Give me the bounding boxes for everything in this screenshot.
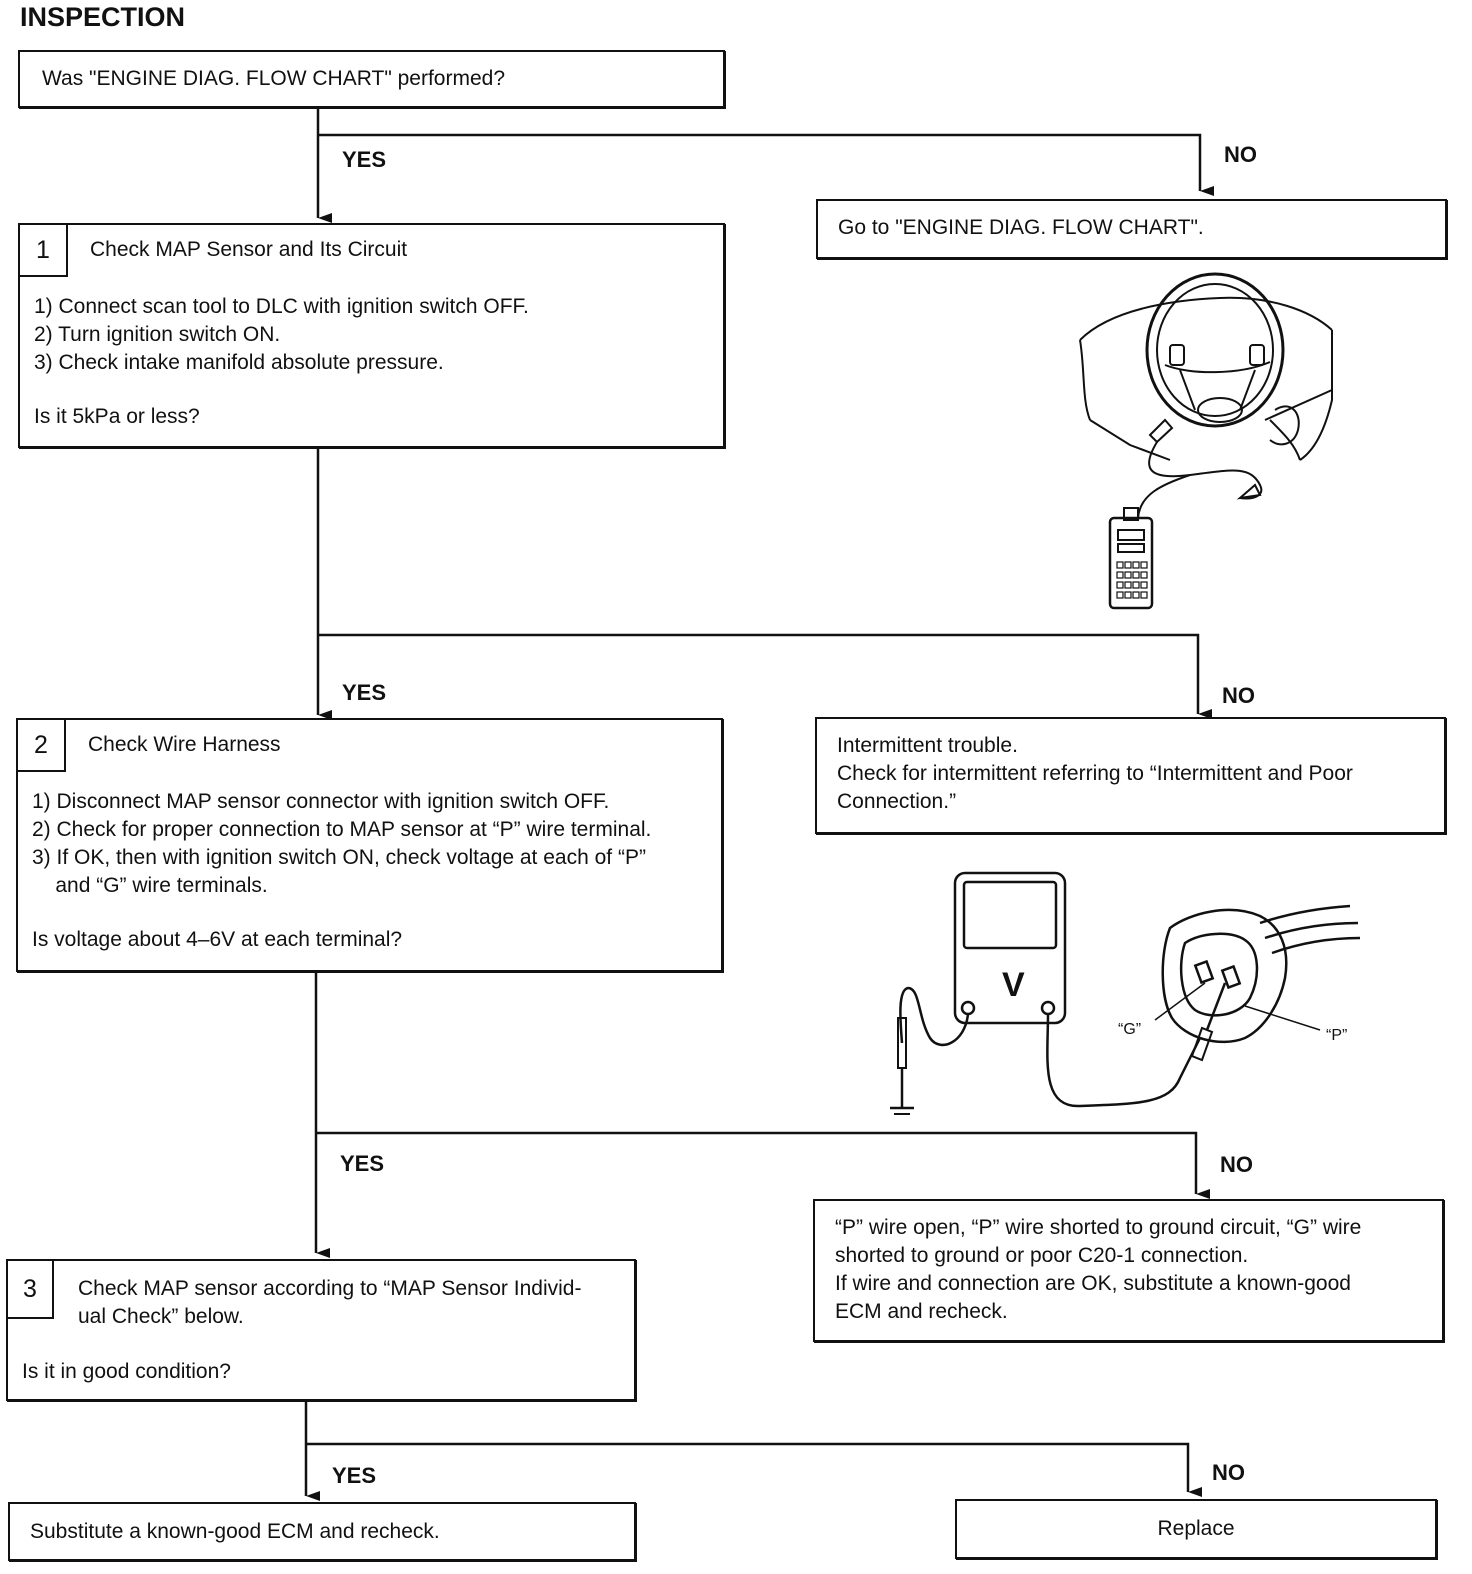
start-question-text: Was "ENGINE DIAG. FLOW CHART" performed? — [42, 67, 505, 90]
step-2-box: 2 Check Wire Harness 1) Disconnect MAP s… — [16, 718, 723, 972]
terminal-p-label: “P” — [1326, 1027, 1347, 1044]
yes-label: YES — [340, 1151, 385, 1176]
voltmeter-symbol: V — [1002, 966, 1025, 1004]
result-line: If wire and connection are OK, substitut… — [835, 1272, 1351, 1295]
go-to-flow-chart-text: Go to "ENGINE DIAG. FLOW CHART". — [838, 216, 1204, 239]
result-line: “P” wire open, “P” wire shorted to groun… — [835, 1216, 1362, 1239]
intermittent-trouble-box: Intermittent trouble. Check for intermit… — [815, 717, 1446, 834]
page-title: INSPECTION — [20, 2, 186, 32]
step-title: Check MAP sensor according to “MAP Senso… — [78, 1275, 581, 1331]
step-title-line: Check MAP sensor according to “MAP Senso… — [78, 1277, 582, 1300]
step-question: Is it 5kPa or less? — [34, 405, 200, 428]
result-line: Connection.” — [837, 790, 957, 813]
instruction-line: 1) Disconnect MAP sensor connector with … — [32, 790, 610, 813]
step-title: Check MAP Sensor and Its Circuit — [90, 238, 408, 261]
instruction-line: 3) Check intake manifold absolute pressu… — [34, 351, 444, 374]
instruction-line: 2) Turn ignition switch ON. — [34, 323, 281, 346]
arrow-step3-no — [306, 1442, 1202, 1497]
arrow-step1-no — [318, 633, 1212, 719]
result-line: Check for intermittent referring to “Int… — [837, 762, 1353, 785]
yes-label: YES — [342, 147, 387, 172]
instruction-line: 2) Check for proper connection to MAP se… — [32, 818, 652, 841]
no-label: NO — [1224, 142, 1257, 167]
step-1-instructions: 1) Connect scan tool to DLC with ignitio… — [34, 293, 529, 377]
no-label: NO — [1220, 1152, 1253, 1177]
arrow-step2-no — [316, 1131, 1210, 1199]
substitute-ecm-box: Substitute a known-good ECM and recheck. — [8, 1502, 636, 1561]
result-line: Intermittent trouble. — [837, 734, 1018, 757]
arrow-start-no — [318, 133, 1214, 196]
replace-text: Replace — [1157, 1517, 1235, 1540]
yes-label: YES — [332, 1463, 377, 1488]
wire-fault-text: “P” wire open, “P” wire shorted to groun… — [835, 1214, 1361, 1326]
step-title-line: ual Check” below. — [78, 1305, 244, 1328]
step-number: 2 — [18, 720, 66, 772]
step-question: Is it in good condition? — [22, 1360, 231, 1383]
instruction-line: 1) Connect scan tool to DLC with ignitio… — [34, 295, 529, 318]
yes-label: YES — [342, 680, 387, 705]
no-label: NO — [1222, 683, 1255, 708]
replace-box: Replace — [955, 1499, 1437, 1559]
step-number: 1 — [20, 225, 68, 277]
substitute-ecm-text: Substitute a known-good ECM and recheck. — [30, 1520, 440, 1543]
step-2-instructions: 1) Disconnect MAP sensor connector with … — [32, 788, 651, 900]
go-to-flow-chart-box: Go to "ENGINE DIAG. FLOW CHART". — [816, 199, 1447, 259]
instruction-line: 3) If OK, then with ignition switch ON, … — [32, 846, 646, 869]
voltmeter-illustration: V “G” “P” — [890, 871, 1361, 1115]
step-1-box: 1 Check MAP Sensor and Its Circuit 1) Co… — [18, 223, 725, 448]
no-label: NO — [1212, 1460, 1245, 1485]
terminal-g-label: “G” — [1118, 1021, 1141, 1038]
map-sensor-connector — [1161, 908, 1288, 1044]
scan-tool-illustration — [1079, 272, 1333, 610]
wire-fault-box: “P” wire open, “P” wire shorted to groun… — [813, 1199, 1444, 1342]
intermittent-trouble-text: Intermittent trouble. Check for intermit… — [837, 732, 1353, 816]
instruction-line: and “G” wire terminals. — [32, 874, 268, 897]
result-line: shorted to ground or poor C20-1 connecti… — [835, 1244, 1249, 1267]
start-question-box: Was "ENGINE DIAG. FLOW CHART" performed? — [18, 50, 725, 108]
step-3-box: 3 Check MAP sensor according to “MAP Sen… — [6, 1259, 636, 1401]
step-title: Check Wire Harness — [88, 733, 281, 756]
voltmeter-body — [953, 871, 1067, 1025]
result-line: ECM and recheck. — [835, 1300, 1008, 1323]
step-question: Is voltage about 4–6V at each terminal? — [32, 928, 403, 951]
step-number: 3 — [8, 1261, 54, 1319]
